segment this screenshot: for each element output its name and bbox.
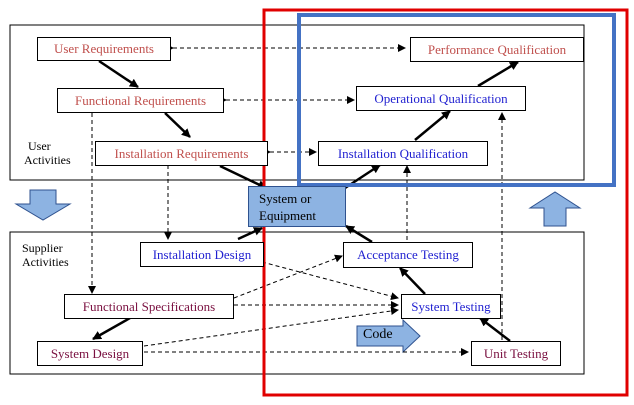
supplier-activities-label: Supplier Activities [22, 241, 69, 269]
down-block-arrow [14, 189, 72, 221]
supplier-label-line2: Activities [22, 255, 69, 269]
blue-highlight-frame [297, 13, 616, 187]
user-requirements-box: User Requirements [37, 37, 171, 61]
unit-testing-box: Unit Testing [471, 341, 561, 366]
user-label-line1: User [28, 139, 51, 153]
system-line1: System or [259, 191, 312, 206]
functional-specifications-box: Functional Specifications [64, 294, 234, 319]
installation-requirements-box: Installation Requirements [95, 141, 268, 166]
user-label-line2: Activities [24, 153, 71, 167]
system-design-box: System Design [37, 341, 143, 366]
performance-qualification-box: Performance Qualification [410, 37, 584, 62]
user-activities-label: User Activities [24, 139, 71, 167]
installation-qualification-box: Installation Qualification [318, 141, 488, 166]
up-block-arrow [528, 191, 582, 227]
functional-requirements-box: Functional Requirements [57, 88, 224, 113]
system-or-equipment-box: System or Equipment [248, 186, 346, 227]
operational-qualification-box: Operational Qualification [356, 86, 526, 111]
system-testing-box: System Testing [401, 294, 501, 319]
installation-design-box: Installation Design [140, 242, 264, 267]
code-block-arrow [356, 318, 421, 354]
acceptance-testing-box: Acceptance Testing [343, 242, 473, 268]
code-label: Code [363, 327, 393, 342]
supplier-activities-frame [9, 231, 585, 375]
system-line2: Equipment [259, 208, 317, 223]
supplier-label-line1: Supplier [22, 241, 63, 255]
